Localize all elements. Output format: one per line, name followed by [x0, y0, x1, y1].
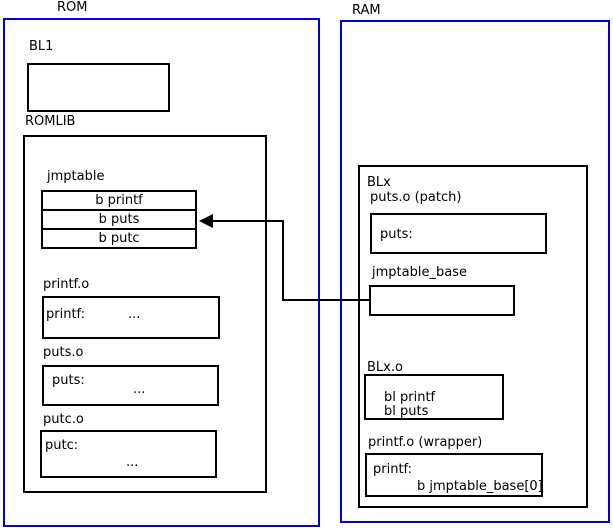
blx-o-call-printf: bl printf	[384, 390, 436, 405]
jmptable-base-box	[369, 285, 515, 316]
blx-o-label: BLx.o	[367, 360, 403, 375]
puts-o-box: puts: ...	[42, 365, 219, 406]
putc-body-ellipsis: ...	[126, 455, 139, 470]
jmptable-entry-printf: b printf	[41, 190, 197, 211]
putc-symbol: putc:	[45, 438, 79, 453]
jmptable-entry-putc: b putc	[41, 228, 197, 249]
romlib-label: ROMLIB	[25, 114, 76, 129]
puts-patch-symbol: puts:	[380, 227, 413, 242]
bl1-label: BL1	[29, 39, 54, 54]
blx-o-call-puts: bl puts	[384, 404, 429, 419]
blx-label: BLx	[367, 175, 391, 190]
putc-o-label: putc.o	[43, 412, 84, 427]
puts-body-ellipsis: ...	[133, 382, 146, 397]
printf-wrapper-label: printf.o (wrapper)	[368, 435, 483, 450]
jmptable-label: jmptable	[47, 169, 105, 184]
printf-wrapper-branch: b jmptable_base[0]	[417, 479, 543, 494]
printf-o-label: printf.o	[43, 277, 90, 292]
printf-wrapper-box: printf: b jmptable_base[0]	[365, 453, 543, 497]
printf-symbol: printf:	[46, 307, 86, 322]
puts-o-label: puts.o	[43, 345, 84, 360]
ram-region-title: RAM	[352, 3, 381, 18]
bl1-box	[27, 63, 170, 112]
rom-region-title: ROM	[57, 0, 88, 15]
puts-patch-box: puts:	[370, 213, 547, 254]
blx-o-box: bl printf bl puts	[364, 374, 504, 420]
putc-o-box: putc: ...	[40, 430, 217, 478]
jmptable-entry-puts: b puts	[41, 209, 197, 230]
puts-patch-label: puts.o (patch)	[370, 190, 462, 205]
printf-wrapper-symbol: printf:	[373, 462, 413, 477]
puts-symbol: puts:	[52, 373, 85, 388]
printf-body-ellipsis: ...	[128, 307, 141, 322]
jmptable: b printf b puts b putc	[41, 190, 197, 249]
printf-o-box: printf: ...	[42, 296, 220, 339]
jmptable-base-label: jmptable_base	[372, 265, 467, 280]
